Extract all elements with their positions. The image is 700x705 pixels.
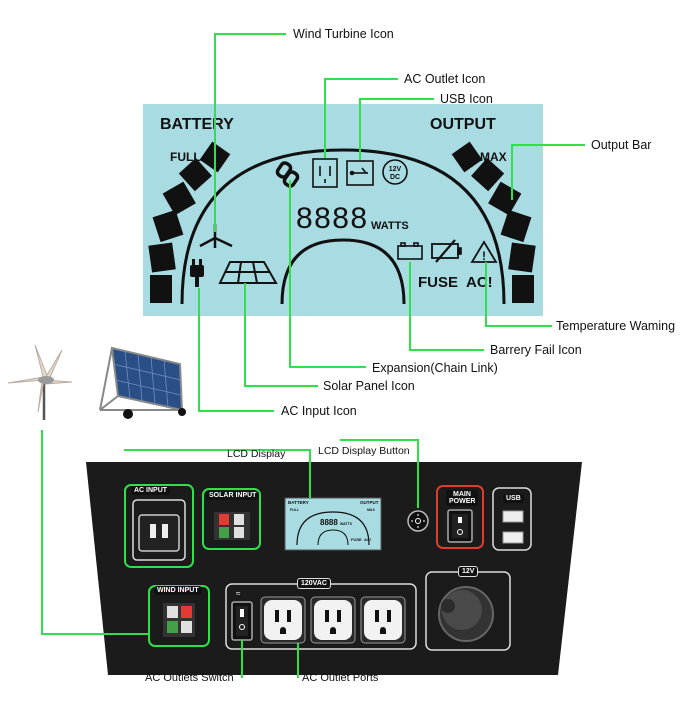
battery-seg-4: [162, 181, 196, 216]
ac-input-highlight: [124, 484, 194, 568]
callout-lcd-button: LCD Display Button: [318, 445, 410, 457]
label-12v: 12V: [458, 566, 479, 577]
main-power-highlight: [436, 485, 484, 549]
callout-usb: USB Icon: [440, 92, 493, 106]
svg-text:!: !: [482, 249, 486, 263]
solar-input-highlight: [202, 488, 261, 550]
lcd-display-button[interactable]: [407, 510, 429, 532]
usb-port-1[interactable]: [502, 510, 524, 523]
ac-input-socket[interactable]: [138, 514, 180, 552]
usb-port-2[interactable]: [502, 531, 524, 544]
warning-icon: !: [470, 240, 498, 263]
output-bar: [451, 141, 536, 303]
label-ac-input: AC INPUT: [131, 486, 171, 495]
output-seg-1: [512, 275, 534, 303]
leader-lines-bottom: [41, 430, 419, 678]
callout-expansion: Expansion(Chain Link): [372, 361, 498, 375]
lcd-fuse-label: FUSE: [418, 274, 458, 291]
battery-seg-3: [152, 209, 184, 243]
svg-text:FUSE: FUSE: [351, 537, 362, 542]
leader-lines-top: [198, 33, 585, 412]
ac-outlet-port-3[interactable]: [360, 596, 406, 644]
sun-icon: [411, 514, 425, 528]
lcd-battery-label: BATTERY: [160, 116, 234, 133]
lcd-output-label: OUTPUT: [430, 116, 496, 133]
battery-bar: [148, 141, 231, 303]
callout-battery-fail: Barrery Fail Icon: [490, 343, 582, 357]
lcd-mini: [284, 497, 382, 551]
output-seg-2: [508, 242, 536, 273]
svg-text:BATTERY: BATTERY: [288, 500, 309, 505]
battery-fail-icon: [397, 239, 462, 263]
svg-text:8888: 8888: [320, 518, 338, 527]
battery-seg-2: [148, 242, 176, 273]
solar-panel-picture: [99, 346, 186, 419]
callout-temperature: Temperature Waming: [556, 319, 676, 333]
label-main-power: MAIN POWER: [446, 490, 478, 506]
svg-text:12V: 12V: [389, 166, 402, 173]
callout-ac-ports: AC Outlet Ports: [302, 672, 379, 684]
battery-seg-1: [150, 275, 172, 303]
svg-text:FULL: FULL: [290, 508, 300, 512]
ac-outlet-port-1[interactable]: [260, 596, 306, 644]
lcd-full-label: FULL: [170, 150, 201, 164]
label-120vac: 120VAC: [297, 578, 331, 589]
control-panel: BATTERY OUTPUT FULL MAX 8888 WATTS FUSE …: [86, 462, 582, 675]
callout-output-bar: Output Bar: [591, 138, 652, 152]
callout-ac-switch: AC Outlets Switch: [145, 672, 234, 684]
output-seg-3: [500, 209, 532, 243]
output-seg-6: [451, 141, 483, 173]
svg-text:WATTS: WATTS: [340, 522, 353, 526]
dc-12v-icon: 12V DC: [382, 159, 408, 185]
svg-text:≈: ≈: [236, 589, 241, 598]
svg-text:AC!: AC!: [364, 537, 371, 542]
plug-icon: [190, 259, 204, 287]
lcd-max-label: MAX: [480, 150, 507, 164]
output-seg-5: [471, 158, 505, 192]
callout-ac-outlet: AC Outlet Icon: [404, 72, 486, 86]
chain-link-icon: [275, 161, 300, 188]
solar-panel-icon: [218, 261, 278, 284]
lcd-watts-digits: 8888: [296, 202, 368, 235]
usb-icon: [346, 160, 374, 186]
lcd-background: [143, 104, 543, 316]
label-solar-input: SOLAR INPUT: [206, 491, 260, 500]
ac-outlet-icon: [312, 158, 338, 188]
lcd-ac-warning-label: AC!: [466, 274, 493, 291]
lcd-watts-label: WATTS: [371, 220, 409, 232]
callout-lcd-display: LCD Display: [227, 448, 286, 460]
svg-text:MAX: MAX: [367, 508, 375, 512]
inner-arc: [280, 238, 406, 305]
outer-arc: [180, 148, 506, 305]
callout-solar-panel: Solar Panel Icon: [323, 379, 415, 393]
label-usb: USB: [503, 494, 524, 503]
battery-seg-5: [178, 158, 212, 192]
callout-ac-input: AC Input Icon: [281, 404, 357, 418]
svg-text:OUTPUT: OUTPUT: [360, 500, 379, 505]
wind-turbine-picture: [7, 344, 73, 420]
svg-text:DC: DC: [390, 174, 400, 181]
output-seg-4: [488, 181, 522, 216]
ac-outlet-port-2[interactable]: [310, 596, 356, 644]
lcd-large: BATTERY OUTPUT FULL MAX: [143, 104, 543, 316]
callout-wind-turbine: Wind Turbine Icon: [293, 27, 394, 41]
label-wind-input: WIND INPUT: [154, 586, 202, 595]
